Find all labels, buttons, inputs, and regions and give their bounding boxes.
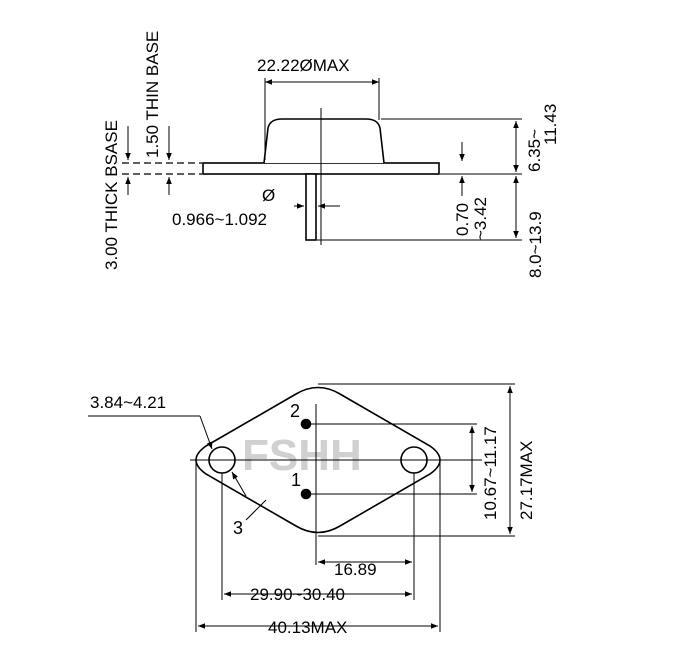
pin-lead <box>305 173 317 241</box>
side-view <box>122 78 522 245</box>
cap-height-label-top: 6.35~ <box>525 129 544 172</box>
pin-2-label: 2 <box>290 401 300 421</box>
thick-base-label: 3.00 THICK BSASE <box>102 120 121 270</box>
base-thickness-label-bottom: ~3.42 <box>471 197 490 240</box>
watermark: FSHH <box>242 431 362 480</box>
cap-height-label-bottom: 11.43 <box>541 104 560 145</box>
hole-spacing-label: 29.90~30.40 <box>250 585 345 604</box>
pin-1-label: 1 <box>291 470 301 490</box>
base-thickness-label-top: 0.70 <box>453 203 472 236</box>
pin-2-dot <box>300 418 312 430</box>
case-outline <box>195 386 441 534</box>
pin-1-dot <box>300 488 312 500</box>
case-pin-label: 3 <box>233 518 243 538</box>
top-view: FSHH <box>88 383 515 632</box>
thin-base-label: 1.50 THIN BASE <box>143 31 162 158</box>
pin-length-label: 8.0~13.9 <box>526 211 545 278</box>
overall-width-label: 27.17MAX <box>517 441 536 520</box>
overall-length-label: 40.13MAX <box>268 618 347 637</box>
pin-offset-label: 16.89 <box>334 560 377 579</box>
cap-outline <box>263 118 385 164</box>
pin-diameter-label: 0.966~1.092 <box>172 210 267 229</box>
cap-diameter-label: 22.22ØMAX <box>257 56 350 75</box>
diameter-symbol: Ø <box>262 186 275 205</box>
hole-diameter-label: 3.84~4.21 <box>90 393 166 412</box>
pin-spacing-label: 10.67~11.17 <box>481 426 500 520</box>
